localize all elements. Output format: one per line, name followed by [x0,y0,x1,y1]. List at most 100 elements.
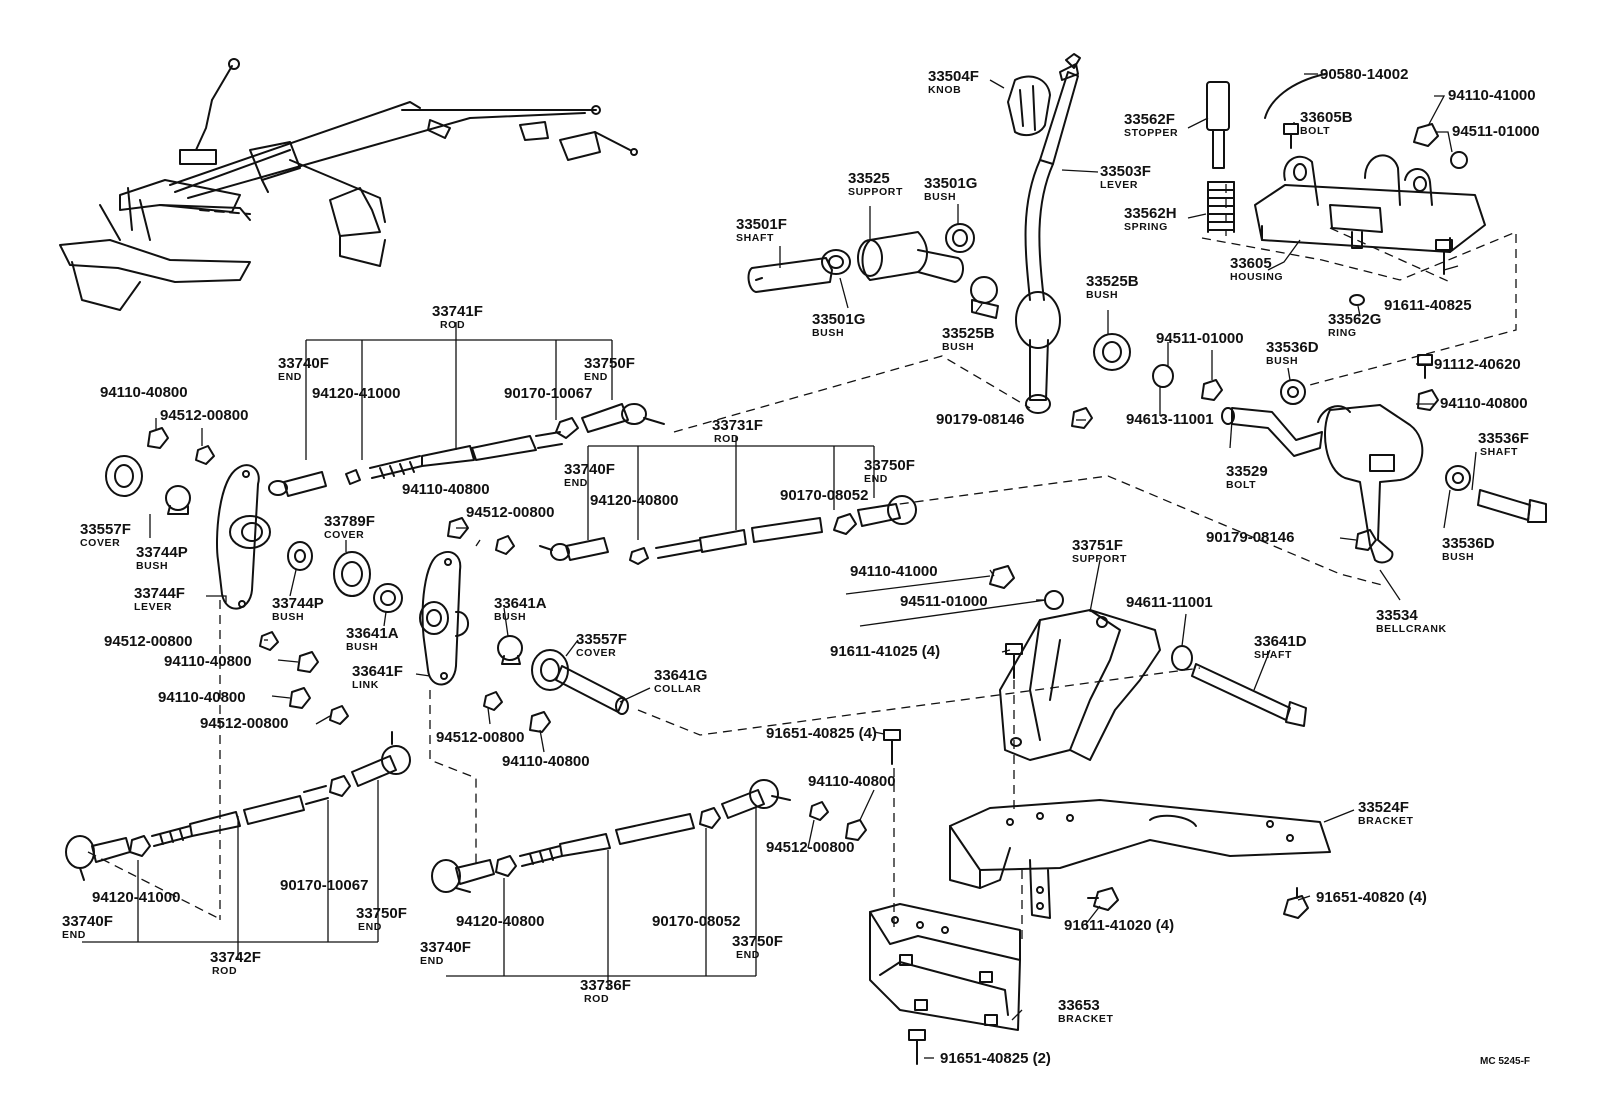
part-label: 91651-40825 (4) [766,725,877,742]
rod-33731f-assembly [539,495,917,565]
part-label: 94110-40800 [402,481,490,498]
rod-end-33750f-bottom-middle [721,779,791,819]
svg-text:33536D: 33536D [1442,535,1495,552]
part-label: 94120-41000 [312,385,400,402]
rod-end-33750f-middle [857,495,917,527]
part-label: 94120-40800 [456,913,544,930]
svg-text:33751F: 33751F [1072,537,1123,554]
washer-94512-e [483,691,503,711]
part-label: 94110-40800 [1440,395,1528,412]
part-label: 90170-10067 [504,385,592,402]
svg-text:33641A: 33641A [494,595,547,612]
support-33751f [999,609,1161,761]
svg-text:94512-00800: 94512-00800 [160,407,248,424]
svg-text:BOLT: BOLT [1226,479,1256,491]
part-label: 94511-01000 [900,593,988,610]
svg-text:33525B: 33525B [942,325,995,342]
svg-text:94512-00800: 94512-00800 [766,839,854,856]
svg-text:33742F: 33742F [210,949,261,966]
svg-text:33557F: 33557F [576,631,627,648]
part-label: 94511-01000 [1452,123,1540,140]
assembly-dashed-lines [87,184,1517,945]
shaft-33536f [1477,489,1547,523]
washer-94512-a [195,445,215,465]
part-label: 94120-40800 [590,492,678,509]
svg-text:BRACKET: BRACKET [1358,815,1414,827]
part-label: 94511-01000 [1156,330,1244,347]
shaft-33641d [1191,663,1307,727]
svg-text:33750F: 33750F [584,355,635,372]
svg-text:33653: 33653 [1058,997,1100,1014]
nut-94110-40800-d [289,687,311,709]
svg-text:33605: 33605 [1230,255,1272,272]
bush-33744p-mid [287,541,313,571]
part-label: 94512-00800 [436,729,524,746]
housing [1254,154,1486,253]
svg-text:COVER: COVER [324,529,364,541]
part-label: 94110-40800 [502,753,590,770]
part-label: 90170-10067 [280,877,368,894]
svg-text:94110-41000: 94110-41000 [1448,87,1536,104]
nut-94110-40800-a [147,427,169,449]
svg-text:33736F: 33736F [580,977,631,994]
spring [1207,181,1235,233]
part-label: 91611-40825 [1384,297,1472,314]
link-33641f [419,551,469,686]
bolt-91112-40620 [1417,354,1433,379]
leader-lines [82,73,1477,1059]
svg-text:ROD: ROD [714,433,739,445]
nut-90179-bellcrank [1355,529,1377,551]
washer-94512-b [495,535,515,555]
svg-text:BUSH: BUSH [924,191,956,203]
bolt-91611-41025 [1005,643,1023,679]
nut-94110-40800-bellcrank [1417,389,1439,411]
svg-text:33744F: 33744F [134,585,185,602]
part-label: 94110-40800 [164,653,252,670]
bolt-91611-41020 [1087,887,1119,911]
svg-text:94613-11001: 94613-11001 [1126,411,1214,428]
svg-text:33534: 33534 [1376,607,1418,624]
svg-text:33740F: 33740F [278,355,329,372]
svg-text:STOPPER: STOPPER [1124,127,1178,139]
svg-text:33750F: 33750F [356,905,407,922]
part-label: 94110-41000 [850,563,938,580]
svg-text:33536D: 33536D [1266,339,1319,356]
bolt-91651-40825-bracket [883,729,901,765]
bolt-91651-40820 [1283,887,1309,919]
part-label: 94110-40800 [808,773,896,790]
nut-94110-41000-housing [1413,123,1439,147]
overview-assembly-illustration [59,58,638,311]
svg-text:94110-40800: 94110-40800 [402,481,490,498]
svg-text:90170-10067: 90170-10067 [280,877,368,894]
svg-text:33741F: 33741F [432,303,483,320]
svg-text:BUSH: BUSH [136,560,168,572]
part-label: 91651-40825 (2) [940,1050,1051,1067]
svg-text:94120-40800: 94120-40800 [456,913,544,930]
bracket-33653 [869,903,1021,1031]
nut-94110-40800-f [845,819,867,841]
svg-text:SUPPORT: SUPPORT [1072,553,1127,565]
svg-text:BUSH: BUSH [942,341,974,353]
svg-text:94512-00800: 94512-00800 [436,729,524,746]
